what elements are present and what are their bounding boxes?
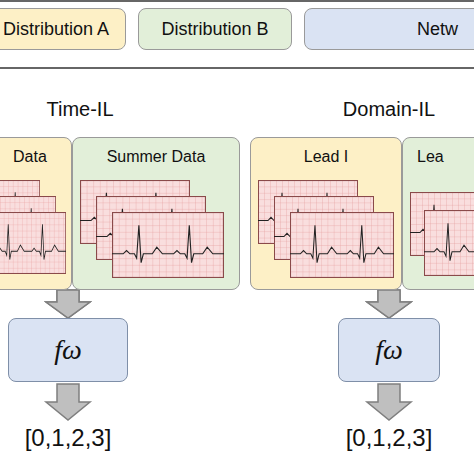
network-box: fω bbox=[8, 318, 128, 382]
legend-text: Distribution B bbox=[161, 19, 268, 40]
legend-text: Netw bbox=[417, 19, 458, 40]
data-box: Summer Data bbox=[72, 137, 240, 290]
legend-swatch: Netw bbox=[304, 8, 474, 50]
data-title: Lea bbox=[417, 148, 444, 166]
flow-arrow bbox=[367, 290, 411, 318]
class-output: [0,1,2,3] bbox=[25, 424, 112, 452]
class-output: [0,1,2,3] bbox=[346, 424, 433, 452]
network-box: fω bbox=[338, 318, 440, 382]
panel-heading: Domain-IL bbox=[343, 98, 435, 121]
legend-text: Distribution A bbox=[3, 19, 109, 40]
panel-heading: Time-IL bbox=[46, 98, 113, 121]
network-symbol: fω bbox=[54, 334, 82, 366]
separator-rule bbox=[0, 67, 474, 69]
output-arrow bbox=[46, 384, 90, 420]
data-title: Data bbox=[13, 148, 47, 166]
flow-arrow bbox=[367, 290, 411, 318]
legend-swatch: Distribution B bbox=[138, 8, 292, 50]
network-symbol: fω bbox=[375, 334, 403, 366]
top-rule bbox=[0, 0, 474, 2]
data-box: Lead I bbox=[250, 137, 402, 290]
data-title: Lead I bbox=[304, 148, 348, 166]
data-title: Summer Data bbox=[107, 148, 206, 166]
data-box: Lea bbox=[402, 137, 474, 290]
output-arrow bbox=[367, 384, 411, 420]
flow-arrow bbox=[46, 290, 90, 318]
legend-swatch: Distribution A bbox=[0, 8, 126, 50]
flow-arrow bbox=[46, 290, 90, 318]
data-box: Data bbox=[0, 137, 72, 290]
